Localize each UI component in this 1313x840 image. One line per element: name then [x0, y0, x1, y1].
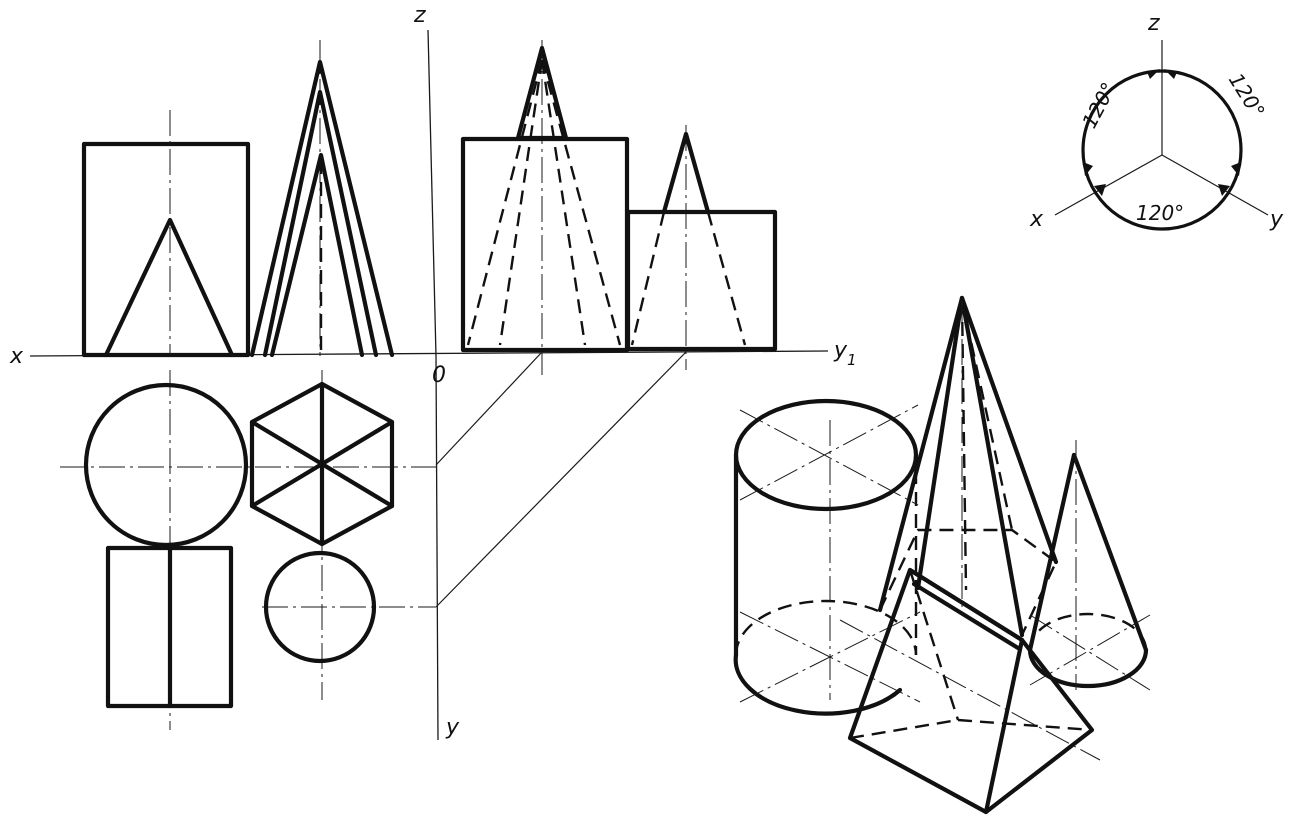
arrow-icon	[1231, 162, 1241, 176]
legend-x-label: x	[1029, 207, 1044, 232]
iso-prism-ridge-2	[911, 581, 1021, 651]
legend-circle	[1081, 69, 1243, 231]
top-view	[60, 370, 436, 730]
iso-cone-right-edge	[1071, 452, 1149, 653]
projection-lines	[435, 351, 687, 608]
side-pyramid-hidden-1	[466, 59, 544, 346]
legend-y-axis	[1161, 154, 1269, 216]
iso-pyramid	[877, 295, 1059, 638]
z-axis-line	[427, 29, 437, 357]
pyramid-front-inner-left	[262, 89, 379, 358]
side-pyramid-hidden-2	[498, 59, 544, 346]
side-view	[460, 40, 778, 375]
iso-cylinder-top-cl-2	[739, 404, 919, 501]
front-view	[81, 40, 395, 358]
iso-pyramid-edge-2	[915, 295, 965, 591]
legend-angle-top-left: 120°	[1077, 78, 1121, 132]
iso-prism-hidden-3	[957, 718, 1093, 732]
iso-cylinder-bottom-visible	[733, 652, 903, 716]
pyramid-front-inner-edge	[269, 152, 365, 358]
iso-pyramid-hidden-1	[960, 299, 968, 591]
iso-prism	[839, 567, 1101, 815]
iso-cone-base-hidden	[1028, 612, 1148, 651]
side-cone-top	[661, 131, 711, 215]
isometric-view	[733, 295, 1151, 815]
y-axis-label: y	[445, 715, 460, 740]
iso-pyramid-edge-front	[959, 295, 1025, 638]
y-axis-line	[435, 355, 439, 741]
iso-cylinder-bottom-hidden	[734, 599, 918, 656]
iso-cone-base-visible	[1027, 647, 1149, 689]
arrow-icon	[1094, 184, 1106, 196]
legend-arrow-icons	[1083, 69, 1241, 196]
z-axis-label: z	[413, 3, 426, 28]
pyramid-top-edge-3	[249, 419, 395, 509]
iso-cone-left-edge	[1027, 452, 1077, 653]
iso-cone-cl-1	[1029, 614, 1151, 691]
side-prism-rect	[625, 209, 778, 352]
iso-pyramid-outline	[877, 295, 1059, 613]
iso-cylinder-top-cl-1	[739, 409, 919, 506]
iso-cylinder	[733, 398, 921, 716]
iso-pyramid-hidden-2	[960, 299, 1014, 531]
isometric-axis-legend: z x y 120° 120° 120°	[1029, 11, 1284, 232]
iso-prism-hidden-1	[908, 569, 960, 721]
legend-y-label: y	[1269, 207, 1284, 232]
legend-x-axis	[1054, 154, 1163, 216]
arrow-icon	[1147, 69, 1160, 79]
side-pyramid-hidden-4	[540, 59, 622, 346]
iso-prism-ridge	[907, 567, 1025, 643]
projection-line-1	[435, 351, 543, 466]
iso-cone	[1027, 440, 1151, 691]
legend-z-label: z	[1147, 11, 1160, 36]
side-cone-hidden-left	[630, 211, 666, 346]
cylinder-front-rect	[81, 141, 251, 358]
projection-line-2	[435, 351, 687, 608]
iso-prism-cl	[839, 619, 1101, 761]
iso-cylinder-top-ellipse	[733, 398, 919, 512]
legend-angle-bottom: 120°	[1136, 201, 1184, 225]
iso-pyramid-base-hidden	[878, 528, 1058, 636]
y1-axis-label: y1	[833, 338, 857, 369]
origin-label: 0	[432, 363, 446, 388]
arrow-icon	[1083, 162, 1093, 176]
cone-top-circle	[263, 550, 377, 664]
arrow-icon	[1218, 184, 1230, 196]
side-cone-hidden-right	[706, 211, 747, 346]
prism-front-triangle	[103, 217, 235, 358]
pyramid-front-outline	[249, 59, 395, 358]
projection-axes: x z y y1 0	[9, 3, 857, 741]
side-cylinder-rect	[460, 136, 630, 353]
arrow-icon	[1164, 69, 1177, 79]
iso-prism-front-face	[847, 567, 1025, 815]
side-pyramid-hidden-3	[540, 59, 587, 346]
cylinder-top-circle	[83, 382, 249, 548]
x-axis-label: x	[9, 344, 24, 369]
iso-prism-hidden-2	[849, 718, 959, 740]
